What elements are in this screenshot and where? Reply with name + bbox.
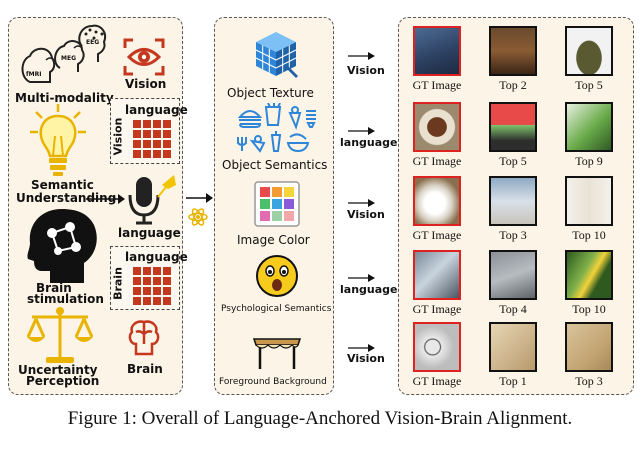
vision-label: Vision	[125, 77, 167, 91]
vision-eye-icon	[123, 38, 165, 76]
result-label-r1-top2: Top 2	[499, 78, 527, 92]
result-image-r4-top10	[565, 250, 613, 300]
badge-meg: MEG	[61, 55, 76, 62]
result-image-r3-top10	[565, 176, 613, 226]
brain-label-upper: Brain	[36, 281, 72, 295]
stimulation-label: stimulation	[27, 292, 104, 306]
table-icon	[252, 338, 302, 369]
result-image-r4-top4	[489, 250, 537, 300]
arrow-label-row-5: Vision	[347, 352, 385, 365]
figure-caption: Figure 1: Overall of Language-Anchored V…	[67, 408, 573, 429]
arrow-label-row-1: Vision	[347, 64, 385, 77]
brain-head-icon	[27, 209, 97, 283]
cube-texture-icon	[255, 32, 298, 78]
result-label-r3-top3: Top 3	[499, 228, 527, 242]
brain-language-header: language	[125, 250, 188, 264]
perception-label: Perception	[26, 374, 100, 388]
multi-modality-heads-icon: fMRI MEG EEG	[21, 24, 106, 83]
brain-language-grid	[133, 267, 171, 305]
atom-icon	[188, 208, 208, 226]
badge-fmri: fMRI	[26, 71, 41, 78]
result-image-r1-gt	[413, 26, 461, 76]
result-image-r5-top3	[565, 322, 613, 372]
result-label-r4-top4: Top 4	[499, 302, 527, 316]
result-image-r1-top5	[565, 26, 613, 76]
result-label-r2-gt: GT Image	[412, 154, 462, 168]
left-panel	[8, 17, 183, 395]
food-objects-icons	[237, 103, 316, 153]
surprised-face-icon	[256, 255, 298, 297]
vision-language-vertical-label: Vision	[111, 117, 125, 156]
arrow-label-row-2: language	[340, 136, 398, 149]
arrow-label-row-3: Vision	[347, 208, 385, 221]
result-image-r5-gt	[413, 322, 461, 372]
multi-modality-label: Multi-modality	[15, 91, 114, 105]
arrow-to-language	[86, 194, 125, 204]
language-label: language	[118, 226, 181, 240]
result-image-r2-top9	[565, 102, 613, 152]
microphone-icon	[128, 175, 176, 225]
result-label-r3-gt: GT Image	[412, 228, 462, 242]
object-semantics-label: Object Semantics	[222, 158, 328, 172]
badge-eeg: EEG	[86, 39, 99, 46]
result-label-r3-top10: Top 10	[572, 228, 606, 242]
row-arrows	[348, 52, 375, 352]
result-image-r3-top3	[489, 176, 537, 226]
result-image-r5-top1	[489, 322, 537, 372]
result-image-r4-gt	[413, 250, 461, 300]
result-image-r2-top5	[489, 102, 537, 152]
vision-language-header: language	[125, 103, 188, 117]
image-color-label: Image Color	[237, 233, 310, 247]
psychological-semantics-label: Psychological Semantics	[221, 304, 332, 314]
color-palette-icon	[254, 181, 300, 227]
uncertainty-label: Uncertainty	[18, 363, 98, 377]
vision-language-grid	[133, 120, 171, 158]
result-label-r4-top10: Top 10	[572, 302, 606, 316]
semantic-label: Semantic	[31, 178, 94, 192]
result-label-r5-gt: GT Image	[412, 374, 462, 388]
arrow-label-row-4: language	[340, 283, 398, 296]
result-label-r1-top5: Top 5	[575, 78, 603, 92]
result-label-r1-gt: GT Image	[412, 78, 462, 92]
brain-language-vertical-label: Brain	[111, 267, 125, 300]
understanding-label: Understanding	[16, 191, 117, 205]
arrow-left-to-middle	[186, 193, 213, 203]
result-label-r5-top3: Top 3	[575, 374, 603, 388]
foreground-background-label: Foreground Background	[219, 377, 327, 387]
result-image-r1-top2	[489, 26, 537, 76]
lightbulb-icon	[30, 104, 86, 176]
result-label-r5-top1: Top 1	[499, 374, 527, 388]
result-image-r2-gt	[413, 102, 461, 152]
result-image-r3-gt	[413, 176, 461, 226]
object-texture-label: Object Texture	[227, 86, 314, 100]
brain-label: Brain	[127, 362, 163, 376]
result-label-r2-top5: Top 5	[499, 154, 527, 168]
result-label-r4-gt: GT Image	[412, 302, 462, 316]
scales-icon	[26, 307, 94, 363]
result-label-r2-top9: Top 9	[575, 154, 603, 168]
red-brain-icon	[128, 320, 160, 356]
